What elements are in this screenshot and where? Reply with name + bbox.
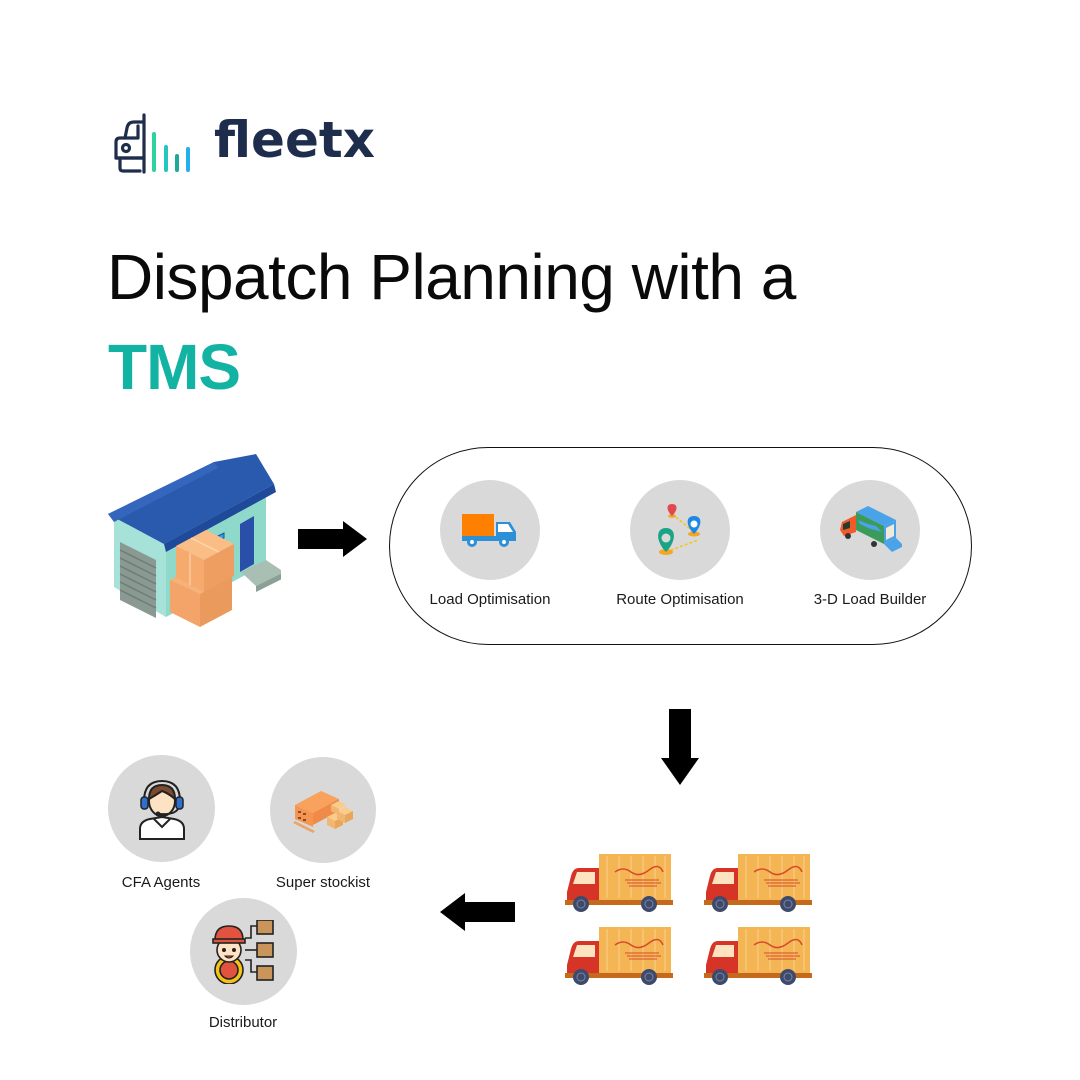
- fleetx-truck-bars-icon: [114, 113, 190, 174]
- 3d-load-builder-badge: [820, 480, 920, 580]
- arrow-down-icon: [661, 709, 699, 785]
- support-agent-icon: [138, 779, 185, 840]
- route-optimisation-badge: [630, 480, 730, 580]
- distributor-worker-icon: [211, 919, 274, 984]
- pallet-boxes-icon: [293, 791, 353, 833]
- cfa-agents-badge: [108, 755, 215, 862]
- page-title-highlight: TMS: [108, 331, 241, 403]
- brand-logo: fleetx: [112, 112, 375, 174]
- delivery-truck-icon: [565, 927, 673, 985]
- distributor-badge: [190, 898, 297, 1005]
- super-stockist-badge: [270, 757, 376, 863]
- route-optimisation-label: Route Optimisation: [616, 591, 744, 608]
- arrow-left-icon: [440, 893, 515, 931]
- map-pins-route-icon: [658, 504, 701, 555]
- cfa-agents-label: CFA Agents: [121, 874, 201, 891]
- delivery-truck-icon: [462, 514, 516, 547]
- delivery-truck-icon: [704, 854, 812, 912]
- tms-features-container: [389, 447, 972, 645]
- delivery-fleet: [563, 852, 813, 987]
- load-optimisation-label: Load Optimisation: [429, 591, 551, 608]
- delivery-truck-icon: [565, 854, 673, 912]
- distributor-label: Distributor: [208, 1014, 278, 1031]
- 3d-truck-loading-icon: [840, 506, 902, 552]
- brand-name: fleetx: [214, 111, 376, 169]
- load-optimisation-badge: [440, 480, 540, 580]
- page-title: Dispatch Planning with a: [107, 241, 796, 313]
- warehouse-icon: [108, 454, 281, 627]
- 3d-load-builder-label: 3-D Load Builder: [813, 591, 927, 608]
- delivery-truck-icon: [704, 927, 812, 985]
- super-stockist-label: Super stockist: [275, 874, 371, 891]
- arrow-right-icon: [298, 521, 367, 557]
